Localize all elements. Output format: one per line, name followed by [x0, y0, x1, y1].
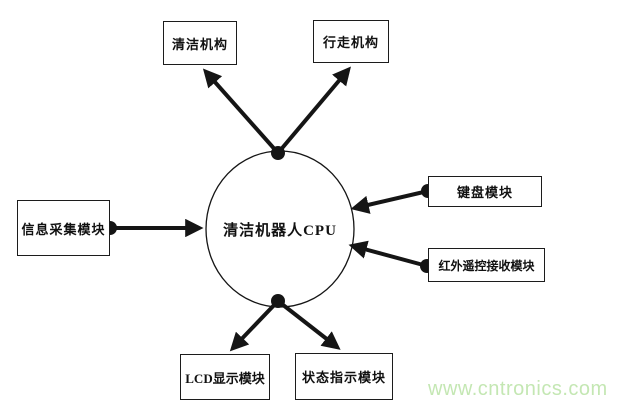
node-walking-label: 行走机构: [322, 35, 379, 50]
node-keyboard-label: 键盘模块: [456, 185, 513, 200]
node-keyboard-module: 键盘模块: [428, 176, 542, 207]
node-cleaning-mechanism: 清洁机构: [163, 21, 237, 65]
cpu-center-label: 清洁机器人CPU: [223, 222, 337, 239]
node-ir-label: 红外遥控接收模块: [438, 258, 535, 273]
arrow-cpu-to-lcd: [229, 299, 280, 352]
node-cleaning-label: 清洁机构: [171, 36, 228, 52]
node-lcd-label: LCD显示模块: [185, 370, 265, 386]
node-ir-remote-receiver-module: 红外遥控接收模块: [428, 248, 545, 282]
node-status-indicator-module: 状态指示模块: [295, 353, 393, 400]
node-status-label: 状态指示模块: [301, 370, 386, 385]
arrow-cpu-to-status: [276, 299, 341, 350]
node-walking-mechanism: 行走机构: [313, 20, 389, 63]
arrow-cpu-to-cleaning: [202, 68, 280, 155]
watermark-text: www.cntronics.com: [428, 378, 608, 400]
arrow-cpu-to-walking: [276, 66, 351, 155]
node-info-label: 信息采集模块: [21, 221, 106, 237]
junction-dot-bottom: [271, 294, 285, 308]
arrow-ir-to-cpu: [348, 240, 428, 268]
node-info-collection-module: 信息采集模块: [17, 200, 110, 256]
arrow-keyboard-to-cpu: [350, 189, 429, 214]
junction-dot-top: [271, 146, 285, 160]
node-lcd-display-module: LCD显示模块: [180, 354, 270, 400]
